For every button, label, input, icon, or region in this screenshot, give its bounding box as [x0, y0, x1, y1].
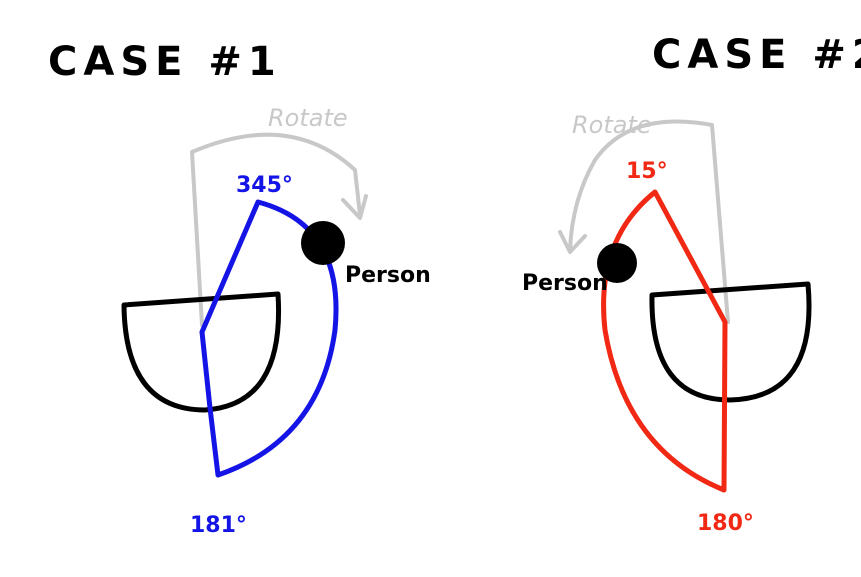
case-1-rotate-label: Rotate [268, 104, 348, 132]
case-1-end-angle: 181° [190, 513, 247, 538]
case-1-start-angle: 345° [236, 173, 293, 198]
case-2-person-label: Person [522, 271, 608, 296]
case-1-person-label: Person [345, 263, 431, 288]
case-1-person-dot [301, 221, 345, 265]
case-1-sector [199, 199, 339, 478]
case-2-rotate-arrowhead [558, 230, 587, 254]
case-2-title: CASE #2 [652, 32, 861, 78]
case-2-start-angle: 15° [626, 159, 668, 184]
case-2-panel: CASE #2 Rotate Person 15° 180° [522, 32, 861, 536]
case-1-bowl-shape [121, 291, 282, 413]
case-2-end-angle: 180° [697, 511, 754, 536]
case-1-title: CASE #1 [48, 39, 282, 85]
case-2-rotate-label: Rotate [572, 111, 652, 139]
case-2-person-dot [597, 243, 637, 283]
case-2-bowl-shape [649, 281, 812, 403]
case-1-rotate-arrowhead [341, 194, 368, 220]
case-2-sector [601, 189, 728, 493]
case-1-rotate-arrow [190, 132, 362, 327]
case-2-rotate-arrow [568, 119, 730, 324]
case-1-panel: CASE #1 Rotate Person 345° 181° [48, 39, 431, 538]
